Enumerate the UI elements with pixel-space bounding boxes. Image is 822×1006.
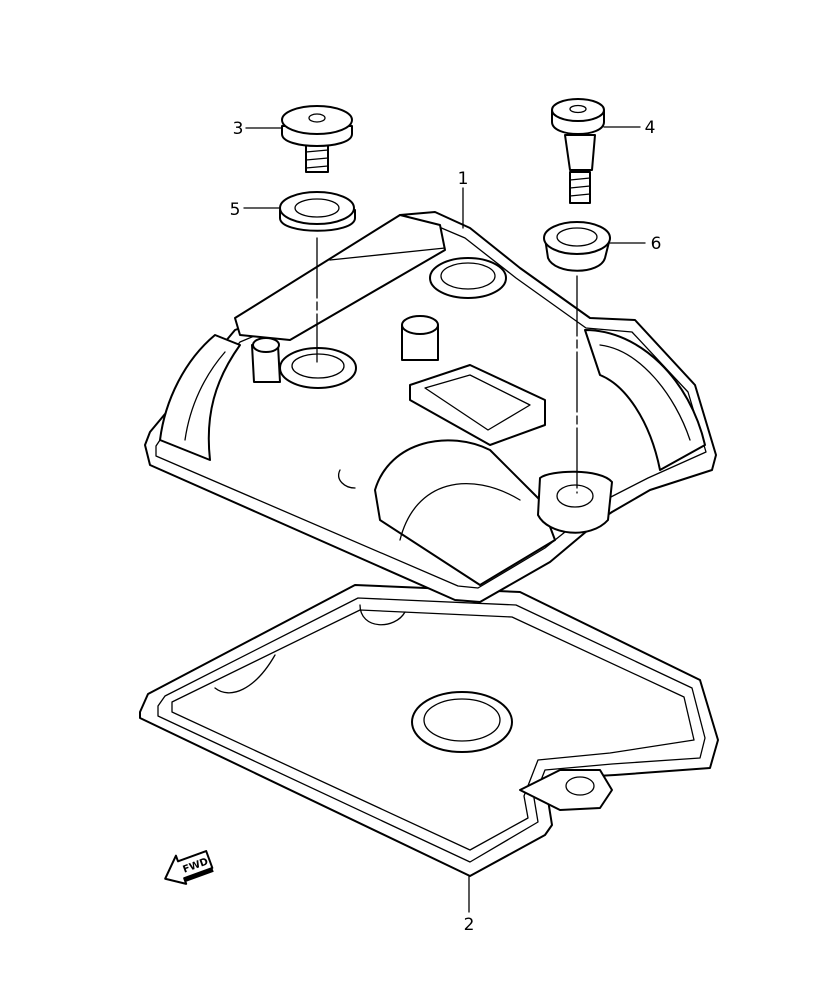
fwd-arrow-icon: FWD bbox=[164, 850, 214, 885]
grommet bbox=[543, 221, 611, 272]
callout-5: 5 bbox=[230, 200, 241, 220]
assembly-lines bbox=[316, 237, 578, 494]
bolt-4 bbox=[551, 98, 605, 204]
sealing-washer bbox=[279, 191, 356, 232]
cylinder-head-cover bbox=[144, 211, 717, 603]
callout-1: 1 bbox=[458, 169, 469, 189]
leader-lines bbox=[243, 126, 646, 913]
callout-2: 2 bbox=[464, 915, 475, 935]
gasket bbox=[139, 584, 719, 877]
callout-4: 4 bbox=[645, 118, 656, 138]
bolt-3 bbox=[281, 105, 353, 173]
callout-3: 3 bbox=[233, 119, 244, 139]
callout-6: 6 bbox=[651, 234, 662, 254]
